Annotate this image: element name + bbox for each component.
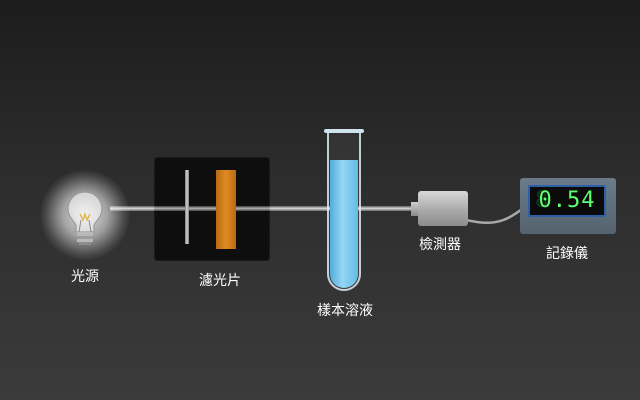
orange-filter-overlay <box>216 170 236 249</box>
filter-label: 濾光片 <box>199 273 241 289</box>
detector-lens <box>411 202 419 216</box>
light-beam-through-filter <box>154 206 270 211</box>
slit-overlay <box>185 170 189 244</box>
light-bulb-icon <box>67 191 103 249</box>
recorder-label: 記錄儀 <box>546 246 588 262</box>
light-source-label: 光源 <box>71 269 99 285</box>
detector <box>418 191 468 226</box>
display-inactive-digit: 8 <box>535 188 549 213</box>
sample-label: 樣本溶液 <box>317 303 373 319</box>
test-tube-rim <box>324 129 364 133</box>
detector-cable <box>466 205 526 224</box>
detector-label: 檢測器 <box>419 237 461 253</box>
recorder-reading: 0.54 <box>538 188 596 213</box>
recorder-display <box>528 185 606 217</box>
test-tube <box>327 131 361 291</box>
sample-solution <box>330 160 358 288</box>
